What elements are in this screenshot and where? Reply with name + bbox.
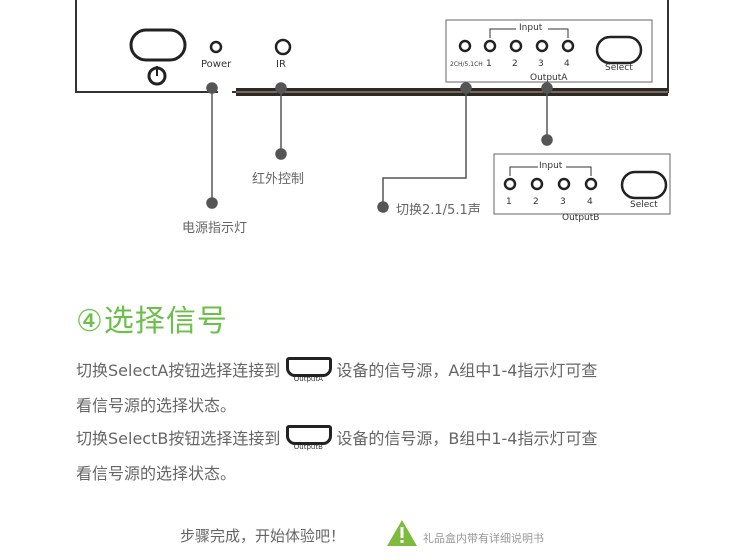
input-label-a: Input (519, 23, 543, 33)
input-bracket-a (489, 28, 569, 38)
select-a-button[interactable] (595, 35, 643, 65)
input-led-b-3 (557, 177, 571, 191)
para-a-part-3: 看信号源的选择状态。 (76, 395, 237, 415)
input-led-b-1 (503, 177, 517, 191)
input-number-b-3: 3 (560, 197, 566, 207)
mode-label: 2CH/5.1CH (450, 61, 483, 68)
output-b-panel (493, 153, 671, 215)
power-callout-dot-top (206, 82, 218, 94)
hdmi-icon: OutputB (284, 423, 333, 457)
output-b-label: OutputB (562, 213, 600, 223)
hdmi-b-label: OutputB (293, 442, 323, 451)
input-number-a-4: 4 (564, 59, 570, 69)
paragraph-b: 切换SelectB按钮选择连接到 OutputB 设备的信号源，B组中1-4指示灯可… (76, 422, 716, 491)
input-number-b-4: 4 (587, 197, 593, 207)
switch-audio-callout-text: 切换2.1/5.1声 (396, 203, 481, 218)
para-b-part-1: 切换SelectB按钮选择连接到 (76, 429, 281, 448)
para-a-part-2: 设备的信号源，A组中1-4指示灯可查 (336, 361, 598, 380)
power-callout-dot-bottom (206, 197, 218, 209)
ir-callout-dot-top (275, 82, 287, 94)
mode-callout-line (382, 88, 467, 207)
warning-icon (387, 520, 417, 546)
power-led (209, 40, 223, 54)
output-a-panel (445, 19, 653, 83)
ir-callout-dot-bottom (275, 148, 287, 160)
input-led-b-4 (584, 177, 598, 191)
input-number-a-2: 2 (512, 59, 518, 69)
input-led-b-2 (530, 177, 544, 191)
input-led-a-3 (535, 39, 549, 53)
input-bracket-b (509, 166, 592, 176)
input-label-b: Input (539, 161, 563, 171)
ir-sensor (274, 38, 292, 56)
input-led-a-4 (561, 39, 575, 53)
input-number-b-2: 2 (533, 197, 539, 207)
ir-label: IR (276, 59, 286, 70)
para-a-part-1: 切换SelectA按钮选择连接到 (76, 361, 281, 380)
input-number-b-1: 1 (506, 197, 512, 207)
hdmi-icon: OutputA (284, 355, 333, 389)
section-title: ④选择信号 (76, 304, 228, 339)
paragraph-a: 切换SelectA按钮选择连接到 OutputA 设备的信号源，A组中1-4指示灯可… (76, 354, 716, 423)
mode-callout-dot-top (460, 82, 472, 94)
select-b-button[interactable] (620, 170, 668, 200)
power-label: Power (201, 59, 232, 70)
ir-callout-text: 红外控制 (252, 172, 305, 187)
device-diagram (75, 0, 671, 215)
input-led-a-1 (483, 39, 497, 53)
mode-callout-dot-bottom (377, 201, 389, 213)
input-number-a-1: 1 (486, 59, 492, 69)
select-a-label: Select (605, 63, 633, 73)
para-b-part-3: 看信号源的选择状态。 (76, 463, 237, 483)
power-callout-text: 电源指示灯 (182, 221, 248, 236)
input-number-a-3: 3 (538, 59, 544, 69)
output-b-callout-dot-bottom (541, 134, 553, 146)
output-b-callout-dot-top (541, 82, 553, 94)
para-b-part-2: 设备的信号源，B组中1-4指示灯可查 (336, 429, 598, 448)
footer-note: 礼品盒内带有详细说明书 (423, 532, 544, 545)
footer-done-text: 步骤完成，开始体验吧！ (180, 527, 346, 545)
mode-led (458, 39, 472, 53)
power-button[interactable] (129, 28, 187, 62)
output-a-label: OutputA (530, 73, 568, 83)
input-led-a-2 (509, 39, 523, 53)
select-b-label: Select (630, 200, 658, 210)
hdmi-a-label: OutputA (293, 374, 323, 383)
